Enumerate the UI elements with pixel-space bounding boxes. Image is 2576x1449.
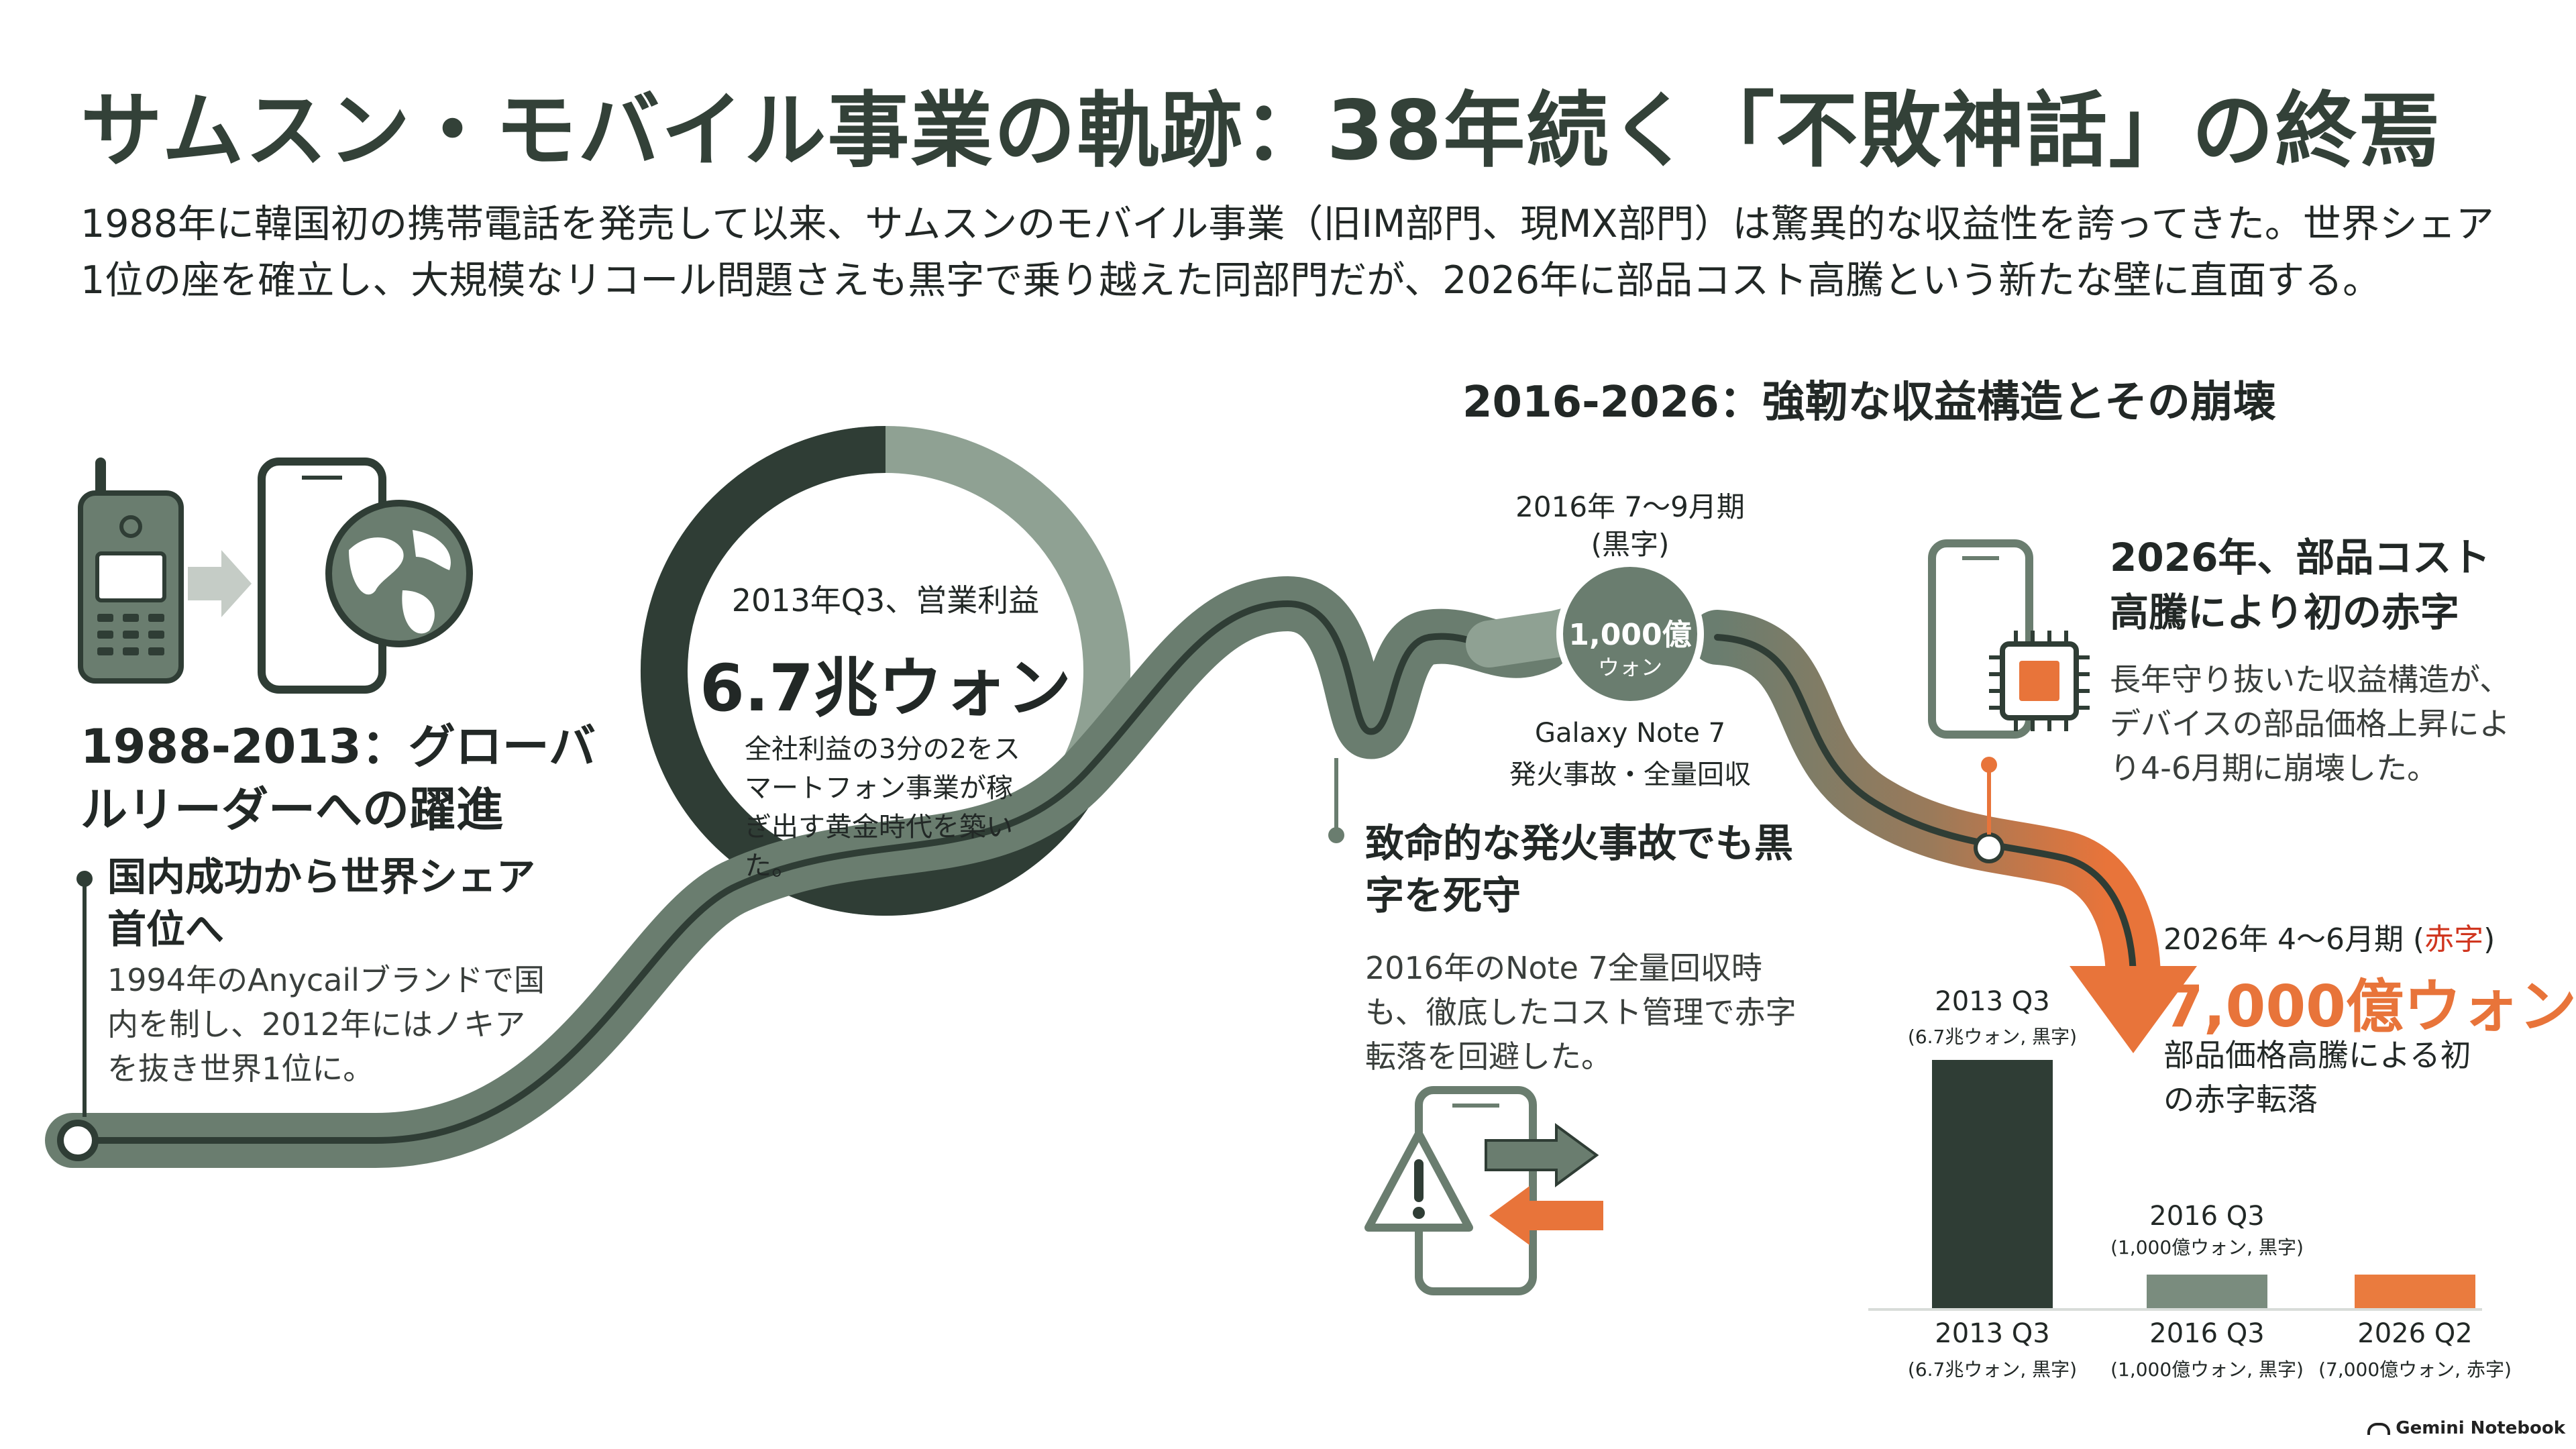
- leader-lines: [76, 757, 1997, 1117]
- peak-value: 6.7兆ウォン: [699, 651, 1072, 726]
- loss-period-prefix: 2026年 4〜6月期 (: [2163, 922, 2425, 957]
- chart-bar-0: [1932, 1060, 2053, 1308]
- chart-category-note-2: (7,000億ウォン, 赤字): [2318, 1358, 2512, 1381]
- loss-body: 長年守り抜いた収益構造が、デバイスの部品価格上昇により4-6月期に崩壊した。: [2110, 661, 2511, 786]
- loss-period-status: 赤字: [2424, 922, 2484, 957]
- loss-subtitle: 部品価格高騰による初の赤字転落: [2163, 1037, 2471, 1118]
- peak-label: 2013年Q3、営業利益: [731, 582, 1040, 619]
- decline-arrowhead: [2070, 966, 2197, 1053]
- era1-title: 1988-2013：グローバルリーダーへの躍進: [80, 719, 596, 837]
- loss-period: 2026年 4〜6月期 (赤字): [2163, 915, 2495, 958]
- footer-text: Gemini Notebook: [2396, 1418, 2565, 1438]
- chart-bar-2: [2355, 1275, 2475, 1308]
- recall-icon: [1364, 1086, 1603, 1295]
- smartphone-globe-icon: [258, 458, 473, 694]
- gemini-icon: [2367, 1422, 2391, 1435]
- evolution-arrow-icon: [188, 550, 252, 617]
- era1-body: 1994年のAnycailブランドで国内を制し、2012年にはノキアを抜き世界1…: [107, 962, 545, 1087]
- smartphone-chip-icon: [1928, 539, 2090, 739]
- note7-event-line1: Galaxy Note 7: [1534, 718, 1726, 749]
- note7-value: 1,000億: [1568, 618, 1692, 652]
- intro-text: 1988年に韓国初の携帯電話を発売して以来、サムスンのモバイル事業（旧IM部門、…: [80, 202, 2494, 303]
- road-decline-center: [1714, 634, 2137, 983]
- donut-ring-dark: [641, 426, 1098, 916]
- chart-top-label-1: 2016 Q3: [2149, 1201, 2265, 1232]
- loss-period-suffix: ): [2483, 922, 2496, 957]
- page-title: サムスン・モバイル事業の軌跡：38年続く「不敗神話」の終焉: [80, 83, 2442, 178]
- note7-event-line2: 発火事故・全量回収: [1509, 759, 1751, 790]
- note7-body: 2016年のNote 7全量回収時も、徹底したコスト管理で赤字転落を回避した。: [1365, 950, 1796, 1075]
- note7-badge-circle: [1556, 560, 1704, 708]
- chart-category-2: 2026 Q2: [2357, 1318, 2473, 1349]
- chart-category-note-0: (6.7兆ウォン, 黒字): [1907, 1358, 2078, 1381]
- profit-bar-chart: [1868, 1060, 2482, 1311]
- footer-brand: Gemini Notebook: [2367, 1418, 2565, 1438]
- road-2026-dot: [1974, 833, 2004, 863]
- donut-center: [688, 474, 1083, 868]
- feature-phone-icon: [78, 458, 184, 684]
- chart-category-1: 2016 Q3: [2149, 1318, 2265, 1349]
- road-start-dot: [57, 1120, 99, 1161]
- chart-top-note-1: (1,000億ウォン, 黒字): [2110, 1236, 2304, 1258]
- note7-unit: ウォン: [1597, 655, 1662, 680]
- note7-subtitle: 致命的な発火事故でも黒字を死守: [1365, 820, 1794, 918]
- peak-body: 全社利益の3分の2をスマートフォン事業が稼ぎ出す黄金時代を築いた。: [745, 734, 1020, 881]
- chart-top-note-0: (6.7兆ウォン, 黒字): [1907, 1026, 2078, 1048]
- chart-category-0: 2013 Q3: [1935, 1318, 2050, 1349]
- loss-title: 2026年、部品コスト高騰により初の赤字: [2110, 535, 2491, 635]
- chart-bar-1: [2147, 1275, 2267, 1308]
- road: [45, 576, 2197, 1168]
- section2-title: 2016-2026：強靭な収益構造とその崩壊: [1462, 378, 2276, 427]
- chart-category-note-1: (1,000億ウォン, 黒字): [2110, 1358, 2304, 1381]
- loss-value: 7,000億ウォン: [2163, 973, 2576, 1040]
- era1-subtitle: 国内成功から世界シェア首位へ: [107, 854, 536, 952]
- note7-status: (黒字): [1591, 528, 1670, 561]
- chart-top-label-0: 2013 Q3: [1935, 986, 2050, 1017]
- road-main-center: [69, 600, 1546, 1144]
- peak-donut: [641, 426, 1130, 916]
- note7-period: 2016年 7〜9月期: [1515, 490, 1745, 523]
